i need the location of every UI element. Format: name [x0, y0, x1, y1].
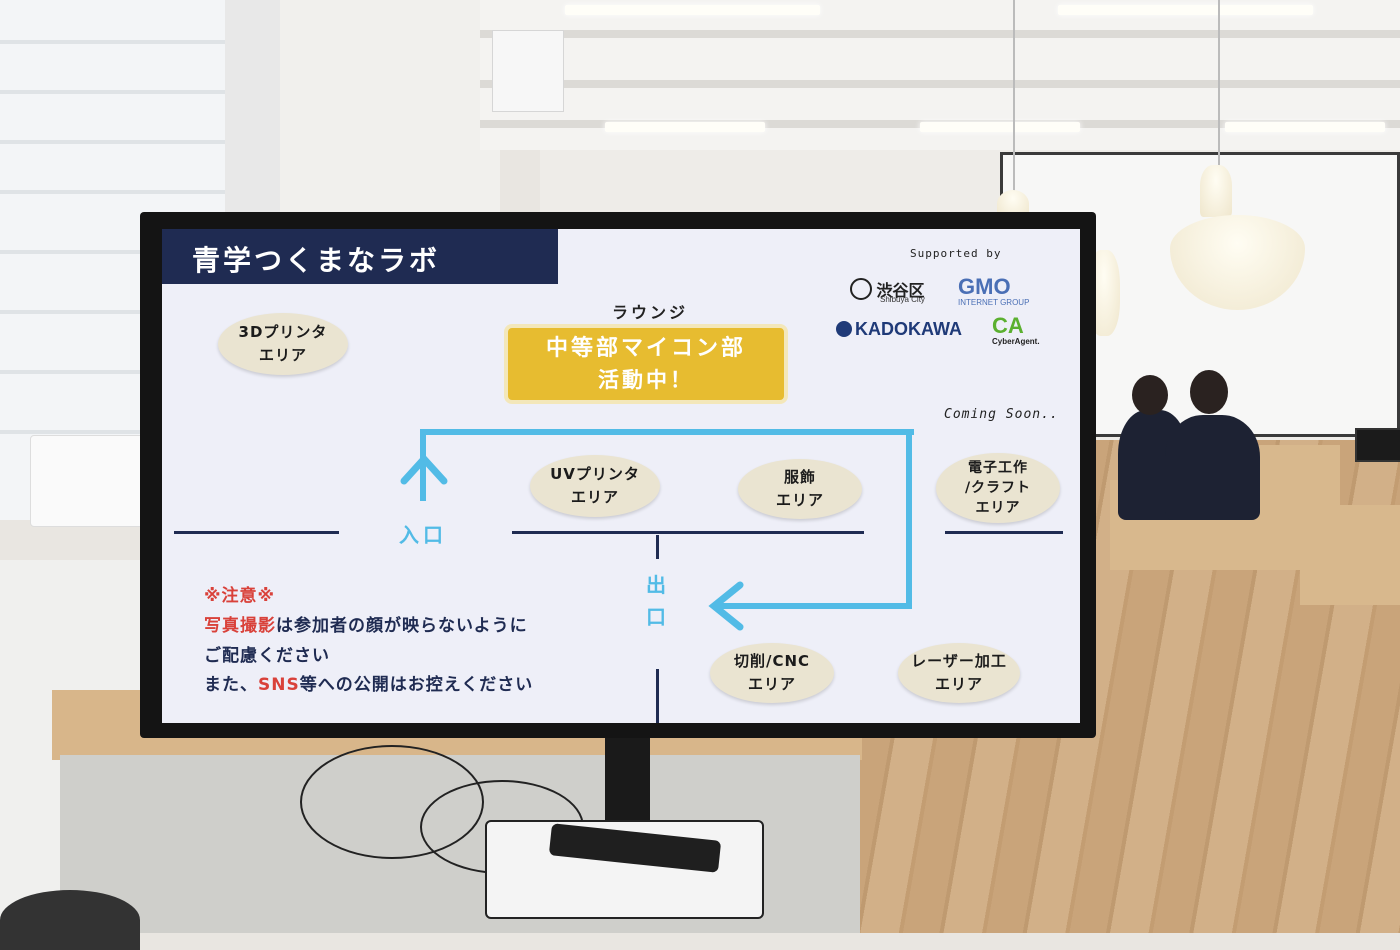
area-clothing: 服飾 エリア: [738, 459, 862, 519]
wall-line: [656, 535, 659, 559]
kadokawa-emblem-icon: [836, 321, 852, 337]
wall-line: [656, 669, 659, 723]
air-conditioner: [492, 30, 564, 112]
ceiling-light: [1058, 5, 1313, 15]
gmo-sub: INTERNET GROUP: [958, 298, 1030, 307]
wall-line: [512, 531, 864, 534]
shibuya-city-logo: 渋谷区 Shibuya City: [850, 277, 925, 304]
blind-slat: [0, 370, 230, 374]
page-title: 青学つくまなラボ: [192, 244, 441, 277]
stool: [0, 890, 140, 950]
notice-line-3-rest: 等への公開はお控えください: [299, 675, 534, 696]
entrance-label: 入口: [399, 523, 447, 547]
flow-path: [906, 429, 912, 609]
ceiling-beam: [480, 30, 1400, 38]
supported-by-label: Supported by: [910, 247, 1002, 260]
notice-line-1: 写真撮影は参加者の顔が映らないように: [204, 612, 533, 642]
notice-photo-text: 写真撮影: [204, 615, 276, 636]
area-cnc: 切削/CNC エリア: [710, 643, 834, 703]
printer: [30, 435, 157, 527]
student-head: [1190, 370, 1228, 414]
exit-label: 出口: [646, 573, 670, 629]
wall-line: [945, 531, 1063, 534]
photo-notice: ※注意※ 写真撮影は参加者の顔が映らないように ご配慮ください また、SNS等へ…: [204, 582, 533, 701]
area-uv-printer: UVプリンタ エリア: [530, 455, 660, 517]
cyberagent-mark: CA: [992, 313, 1024, 338]
gmo-name: GMO: [958, 274, 1011, 299]
kadokawa-name: KADOKAWA: [855, 319, 962, 339]
cyberagent-logo: CA CyberAgent.: [992, 313, 1040, 346]
pendant-cord: [1013, 0, 1015, 195]
cyberagent-sub: CyberAgent.: [992, 337, 1040, 346]
notice-line-3-pre: また、: [204, 675, 258, 696]
student-head: [1132, 375, 1168, 415]
notice-sns-text: SNS: [258, 675, 300, 696]
notice-line-1-rest: は参加者の顔が映らないように: [276, 615, 528, 636]
club-name: 中等部マイコン部: [545, 335, 746, 361]
up-arrow-icon: [400, 453, 448, 485]
floor-map-screen: 青学つくまなラボ Supported by 渋谷区 Shibuya City G…: [162, 229, 1080, 723]
area-laser: レーザー加工 エリア: [898, 643, 1020, 703]
wall-line: [174, 531, 339, 534]
blind-slat: [0, 40, 230, 44]
ceiling: [480, 0, 1400, 150]
blind-slat: [0, 90, 230, 94]
blind-slat: [0, 310, 230, 314]
flow-path: [420, 429, 914, 435]
shibuya-sub: Shibuya City: [880, 295, 925, 304]
wooden-bench: [1300, 505, 1400, 605]
area-3d-printer: 3Dプリンタ エリア: [218, 313, 348, 375]
flow-path: [714, 603, 912, 609]
shibuya-emblem-icon: [850, 278, 872, 300]
gmo-logo: GMO INTERNET GROUP: [958, 274, 1029, 307]
notice-heading: ※注意※: [204, 586, 276, 606]
blind-slat: [0, 250, 230, 254]
blind-slat: [0, 140, 230, 144]
tv-stand: [605, 735, 650, 825]
area-electronics-craft: 電子工作 /クラフト エリア: [936, 453, 1060, 523]
notice-line-3: また、SNS等への公開はお控えください: [204, 671, 533, 701]
monitor: [1355, 428, 1400, 462]
left-arrow-icon: [708, 581, 744, 631]
blind-slat: [0, 190, 230, 194]
ceiling-beam: [480, 80, 1400, 88]
students: [1110, 370, 1270, 520]
ceiling-light: [605, 122, 765, 132]
student: [1165, 415, 1260, 520]
ceiling-light: [920, 122, 1080, 132]
club-activity-banner: 中等部マイコン部 活動中！: [504, 324, 788, 404]
club-status: 活動中！: [598, 367, 694, 392]
ceiling-light: [1225, 122, 1385, 132]
pendant-cord: [1218, 0, 1220, 170]
notice-line-2: ご配慮ください: [204, 645, 330, 666]
pendant-lamp-large: [1170, 215, 1305, 310]
coming-soon-label: Coming Soon..: [944, 407, 1059, 422]
title-bar: 青学つくまなラボ: [162, 229, 558, 284]
blind-slat: [0, 430, 230, 434]
ceiling-light: [565, 5, 820, 15]
pendant-lamp: [1200, 165, 1232, 217]
tv-monitor: 青学つくまなラボ Supported by 渋谷区 Shibuya City G…: [140, 212, 1096, 738]
lounge-label: ラウンジ: [612, 303, 689, 322]
kadokawa-logo: KADOKAWA: [836, 319, 962, 340]
shibuya-name: 渋谷区: [876, 283, 925, 300]
